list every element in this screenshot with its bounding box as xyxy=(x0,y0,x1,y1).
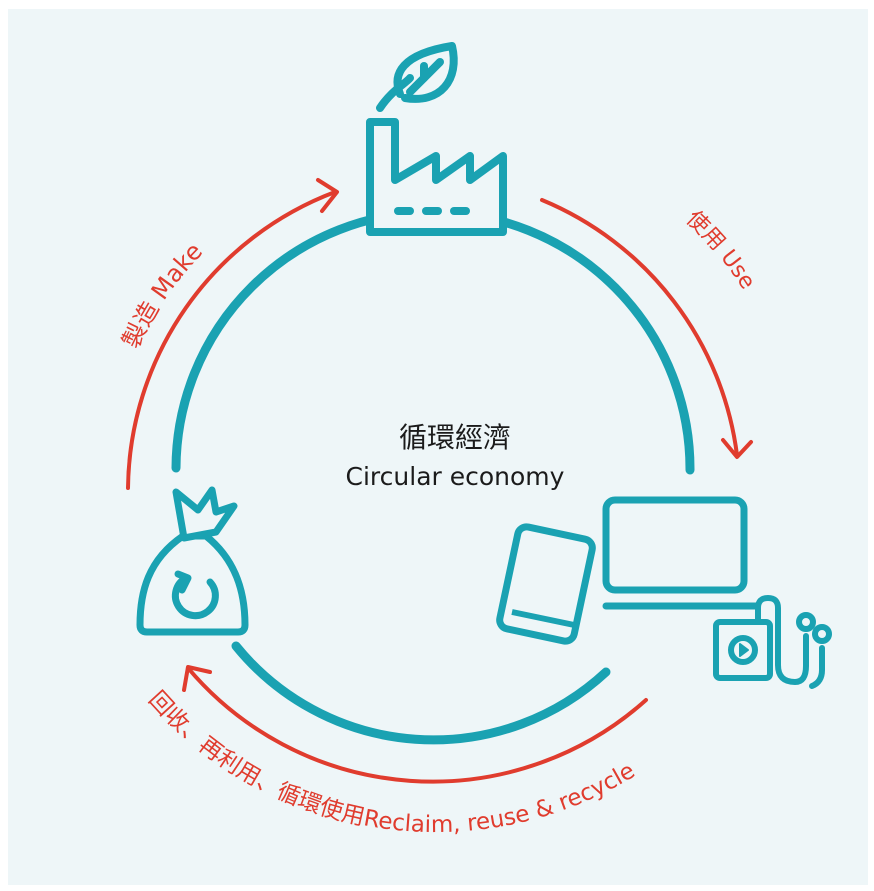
stage-label-reclaim-cn: 回收、再利用、循環使用 xyxy=(143,687,367,831)
cycle-ring-bottom xyxy=(231,641,611,745)
stage-label-reclaim: 回收、再利用、循環使用Reclaim, reuse & recycle xyxy=(143,687,639,839)
music-player-icon xyxy=(713,619,773,681)
stage-label-use: 使用 Use xyxy=(681,206,760,294)
recycle-bag-icon xyxy=(136,486,249,636)
arrow-reclaim xyxy=(182,665,648,784)
center-title-chinese: 循環經濟 xyxy=(398,421,511,454)
arrow-use xyxy=(540,198,753,459)
arrow-make xyxy=(126,178,339,490)
factory-leaf-icon xyxy=(366,42,507,236)
stage-label-reclaim-en: Reclaim, reuse & recycle xyxy=(362,758,640,838)
center-title-english: Circular economy xyxy=(345,462,565,491)
earphones-icon xyxy=(755,595,832,689)
tablet-icon xyxy=(496,523,596,645)
laptop-icon xyxy=(602,496,760,610)
